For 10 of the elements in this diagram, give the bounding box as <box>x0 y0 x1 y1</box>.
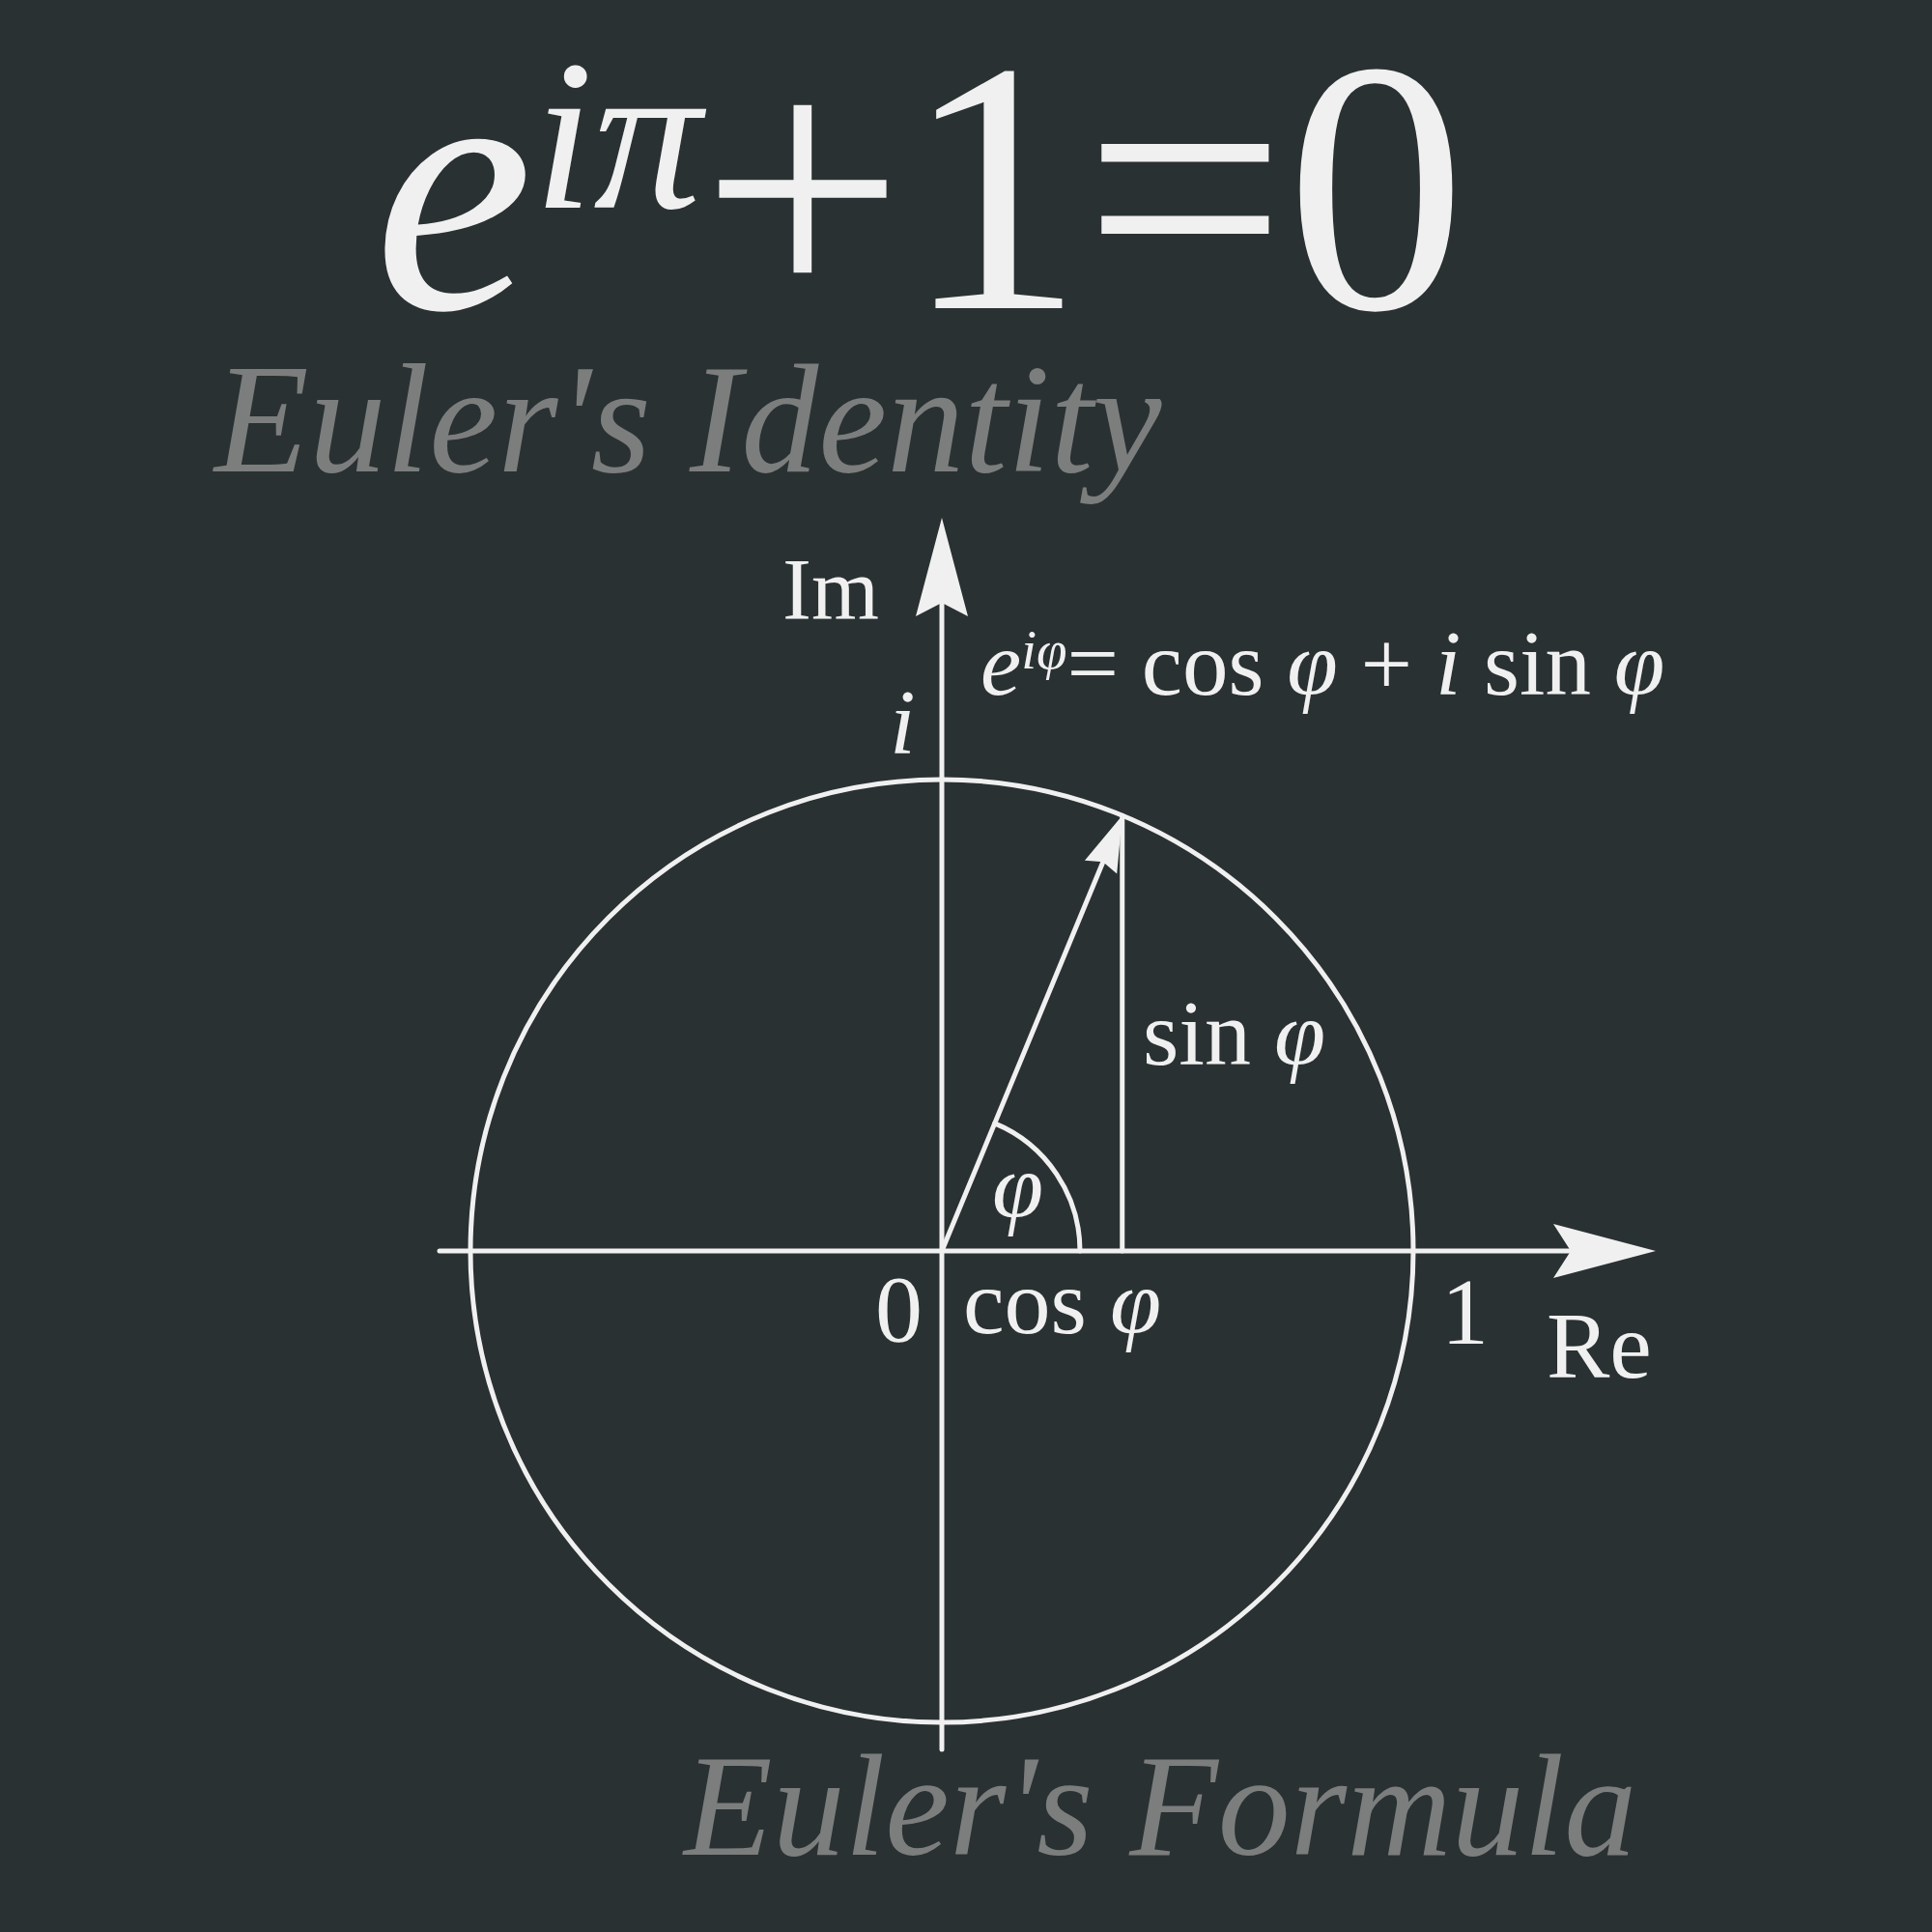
tick-label: 0 <box>875 1256 923 1364</box>
caption-text: Euler's Formula <box>684 1723 1638 1888</box>
segment-label: cos φ <box>963 1249 1163 1356</box>
axis-label: Im <box>782 541 880 640</box>
tick-label: 1 <box>1441 1259 1490 1367</box>
tick-label: i <box>890 669 917 777</box>
segment-label: sin φ <box>1143 980 1327 1088</box>
angle-label: φ <box>992 1133 1045 1240</box>
formula-text: e$^{iφ}$= cos φ + i sin φ <box>980 611 1666 718</box>
axis-label: Re <box>1547 1293 1653 1401</box>
